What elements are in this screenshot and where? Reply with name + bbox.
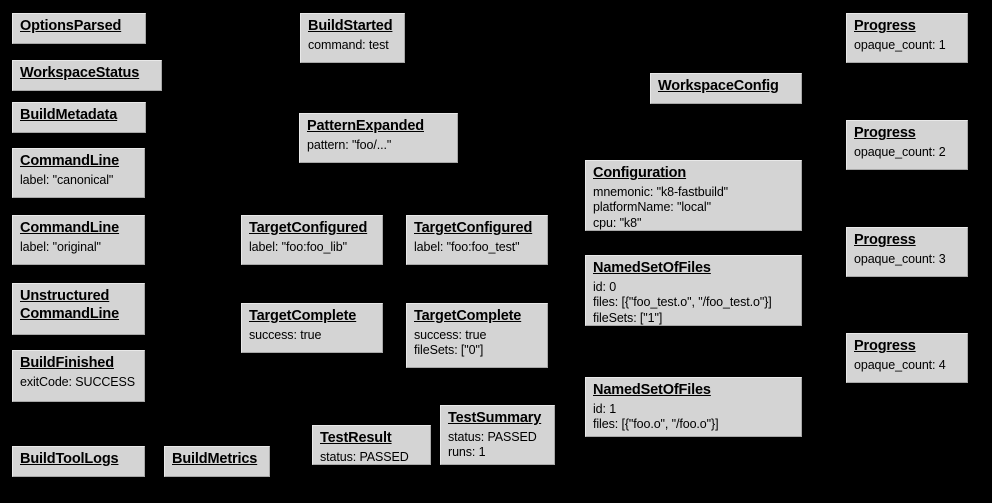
event-node-title: TestResult <box>320 430 392 446</box>
event-node-field: fileSets: ["1"] <box>593 310 663 325</box>
event-node-title: NamedSetOfFiles <box>593 260 711 276</box>
event-node-title: Configuration <box>593 165 687 181</box>
event-node-title: BuildMetadata <box>20 107 118 123</box>
event-node-fields: pattern: "foo/..." <box>307 138 451 154</box>
event-node-field: pattern: "foo/..." <box>307 137 392 152</box>
event-node-build-metadata[interactable]: BuildMetadata <box>12 102 146 133</box>
event-node-field: status: PASSED <box>320 449 409 464</box>
event-node-title: CommandLine <box>20 220 120 236</box>
event-node-field: status: PASSED <box>448 429 537 444</box>
event-node-field: label: "foo:foo_lib" <box>249 239 347 254</box>
event-node-fields: label: "foo:foo_test" <box>414 240 541 256</box>
event-node-fields: opaque_count: 4 <box>854 358 961 374</box>
event-node-title: CommandLine <box>20 153 120 169</box>
event-node-build-tool-logs[interactable]: BuildToolLogs <box>12 446 145 477</box>
event-node-workspace-status[interactable]: WorkspaceStatus <box>12 60 162 91</box>
event-node-fields: mnemonic: "k8-fastbuild"platformName: "l… <box>593 184 795 230</box>
event-node-fields: success: true <box>249 328 376 344</box>
event-node-fields: opaque_count: 1 <box>854 38 961 54</box>
event-node-field: id: 0 <box>593 279 617 294</box>
event-node-title: PatternExpanded <box>307 118 424 134</box>
event-node-field: label: "foo:foo_test" <box>414 239 520 254</box>
event-node-field: label: "canonical" <box>20 172 114 187</box>
event-node-command-line-canonical[interactable]: CommandLine label: "canonical" <box>12 148 145 198</box>
event-node-field: opaque_count: 4 <box>854 357 946 372</box>
event-node-fields: label: "original" <box>20 240 138 256</box>
event-node-title: Progress <box>854 338 916 354</box>
event-node-title: TargetConfigured <box>414 220 533 236</box>
event-node-title: Progress <box>854 125 916 141</box>
event-node-field: fileSets: ["0"] <box>414 343 484 358</box>
event-node-field: platformName: "local" <box>593 200 711 215</box>
event-node-unstructured-command-line[interactable]: Unstructured CommandLine <box>12 283 145 335</box>
event-node-build-started[interactable]: BuildStarted command: test <box>300 13 405 63</box>
event-node-title: WorkspaceConfig <box>658 78 779 94</box>
event-node-fields: opaque_count: 2 <box>854 145 961 161</box>
event-node-title: OptionsParsed <box>20 18 122 34</box>
event-node-target-configured-foo-test[interactable]: TargetConfigured label: "foo:foo_test" <box>406 215 548 265</box>
event-node-target-configured-foo-lib[interactable]: TargetConfigured label: "foo:foo_lib" <box>241 215 383 265</box>
event-node-title: Progress <box>854 18 916 34</box>
event-node-progress-1[interactable]: Progress opaque_count: 1 <box>846 13 968 63</box>
event-node-fields: status: PASSED <box>320 449 424 464</box>
event-node-progress-2[interactable]: Progress opaque_count: 2 <box>846 120 968 170</box>
event-node-title: BuildStarted <box>308 18 393 34</box>
event-node-field: opaque_count: 1 <box>854 37 946 52</box>
event-node-title: TestSummary <box>448 410 542 426</box>
event-node-target-complete-foo-lib[interactable]: TargetComplete success: true <box>241 303 383 353</box>
event-node-title: NamedSetOfFiles <box>593 382 711 398</box>
event-node-title: TargetComplete <box>414 308 522 324</box>
event-node-title: BuildToolLogs <box>20 451 119 467</box>
event-node-progress-4[interactable]: Progress opaque_count: 4 <box>846 333 968 383</box>
event-node-title: Unstructured CommandLine <box>20 288 120 322</box>
event-node-field: id: 1 <box>593 401 617 416</box>
event-node-field: runs: 1 <box>448 445 486 460</box>
event-node-field: success: true <box>414 327 487 342</box>
event-node-field: opaque_count: 2 <box>854 144 946 159</box>
event-node-test-result[interactable]: TestResult status: PASSED <box>312 425 431 465</box>
event-node-workspace-config[interactable]: WorkspaceConfig <box>650 73 802 104</box>
event-node-title: Progress <box>854 232 916 248</box>
event-node-fields: opaque_count: 3 <box>854 252 961 268</box>
event-node-field: command: test <box>308 37 389 52</box>
event-node-fields: label: "foo:foo_lib" <box>249 240 376 256</box>
event-node-fields: command: test <box>308 38 398 54</box>
event-node-fields: label: "canonical" <box>20 173 138 189</box>
event-node-field: files: [{"foo_test.o", "/foo_test.o"}] <box>593 295 772 310</box>
event-node-fields: exitCode: SUCCESS <box>20 375 138 391</box>
event-node-configuration[interactable]: Configuration mnemonic: "k8-fastbuild"pla… <box>585 160 802 231</box>
event-node-title: TargetComplete <box>249 308 357 324</box>
event-node-title: TargetConfigured <box>249 220 368 236</box>
event-node-title: BuildMetrics <box>172 451 258 467</box>
event-node-field: mnemonic: "k8-fastbuild" <box>593 184 729 199</box>
event-node-field: success: true <box>249 327 322 342</box>
event-node-field: opaque_count: 3 <box>854 251 946 266</box>
event-node-build-finished[interactable]: BuildFinished exitCode: SUCCESS <box>12 350 145 402</box>
event-node-field: cpu: "k8" <box>593 215 642 230</box>
event-node-pattern-expanded[interactable]: PatternExpanded pattern: "foo/..." <box>299 113 458 163</box>
event-node-field: label: "original" <box>20 239 101 254</box>
event-node-title: WorkspaceStatus <box>20 65 140 81</box>
event-node-field: exitCode: SUCCESS <box>20 374 136 389</box>
event-node-command-line-original[interactable]: CommandLine label: "original" <box>12 215 145 265</box>
event-node-field: files: [{"foo.o", "/foo.o"}] <box>593 417 719 432</box>
event-node-progress-3[interactable]: Progress opaque_count: 3 <box>846 227 968 277</box>
event-node-title: BuildFinished <box>20 355 114 371</box>
event-node-build-metrics[interactable]: BuildMetrics <box>164 446 270 477</box>
event-node-options-parsed[interactable]: OptionsParsed <box>12 13 146 44</box>
